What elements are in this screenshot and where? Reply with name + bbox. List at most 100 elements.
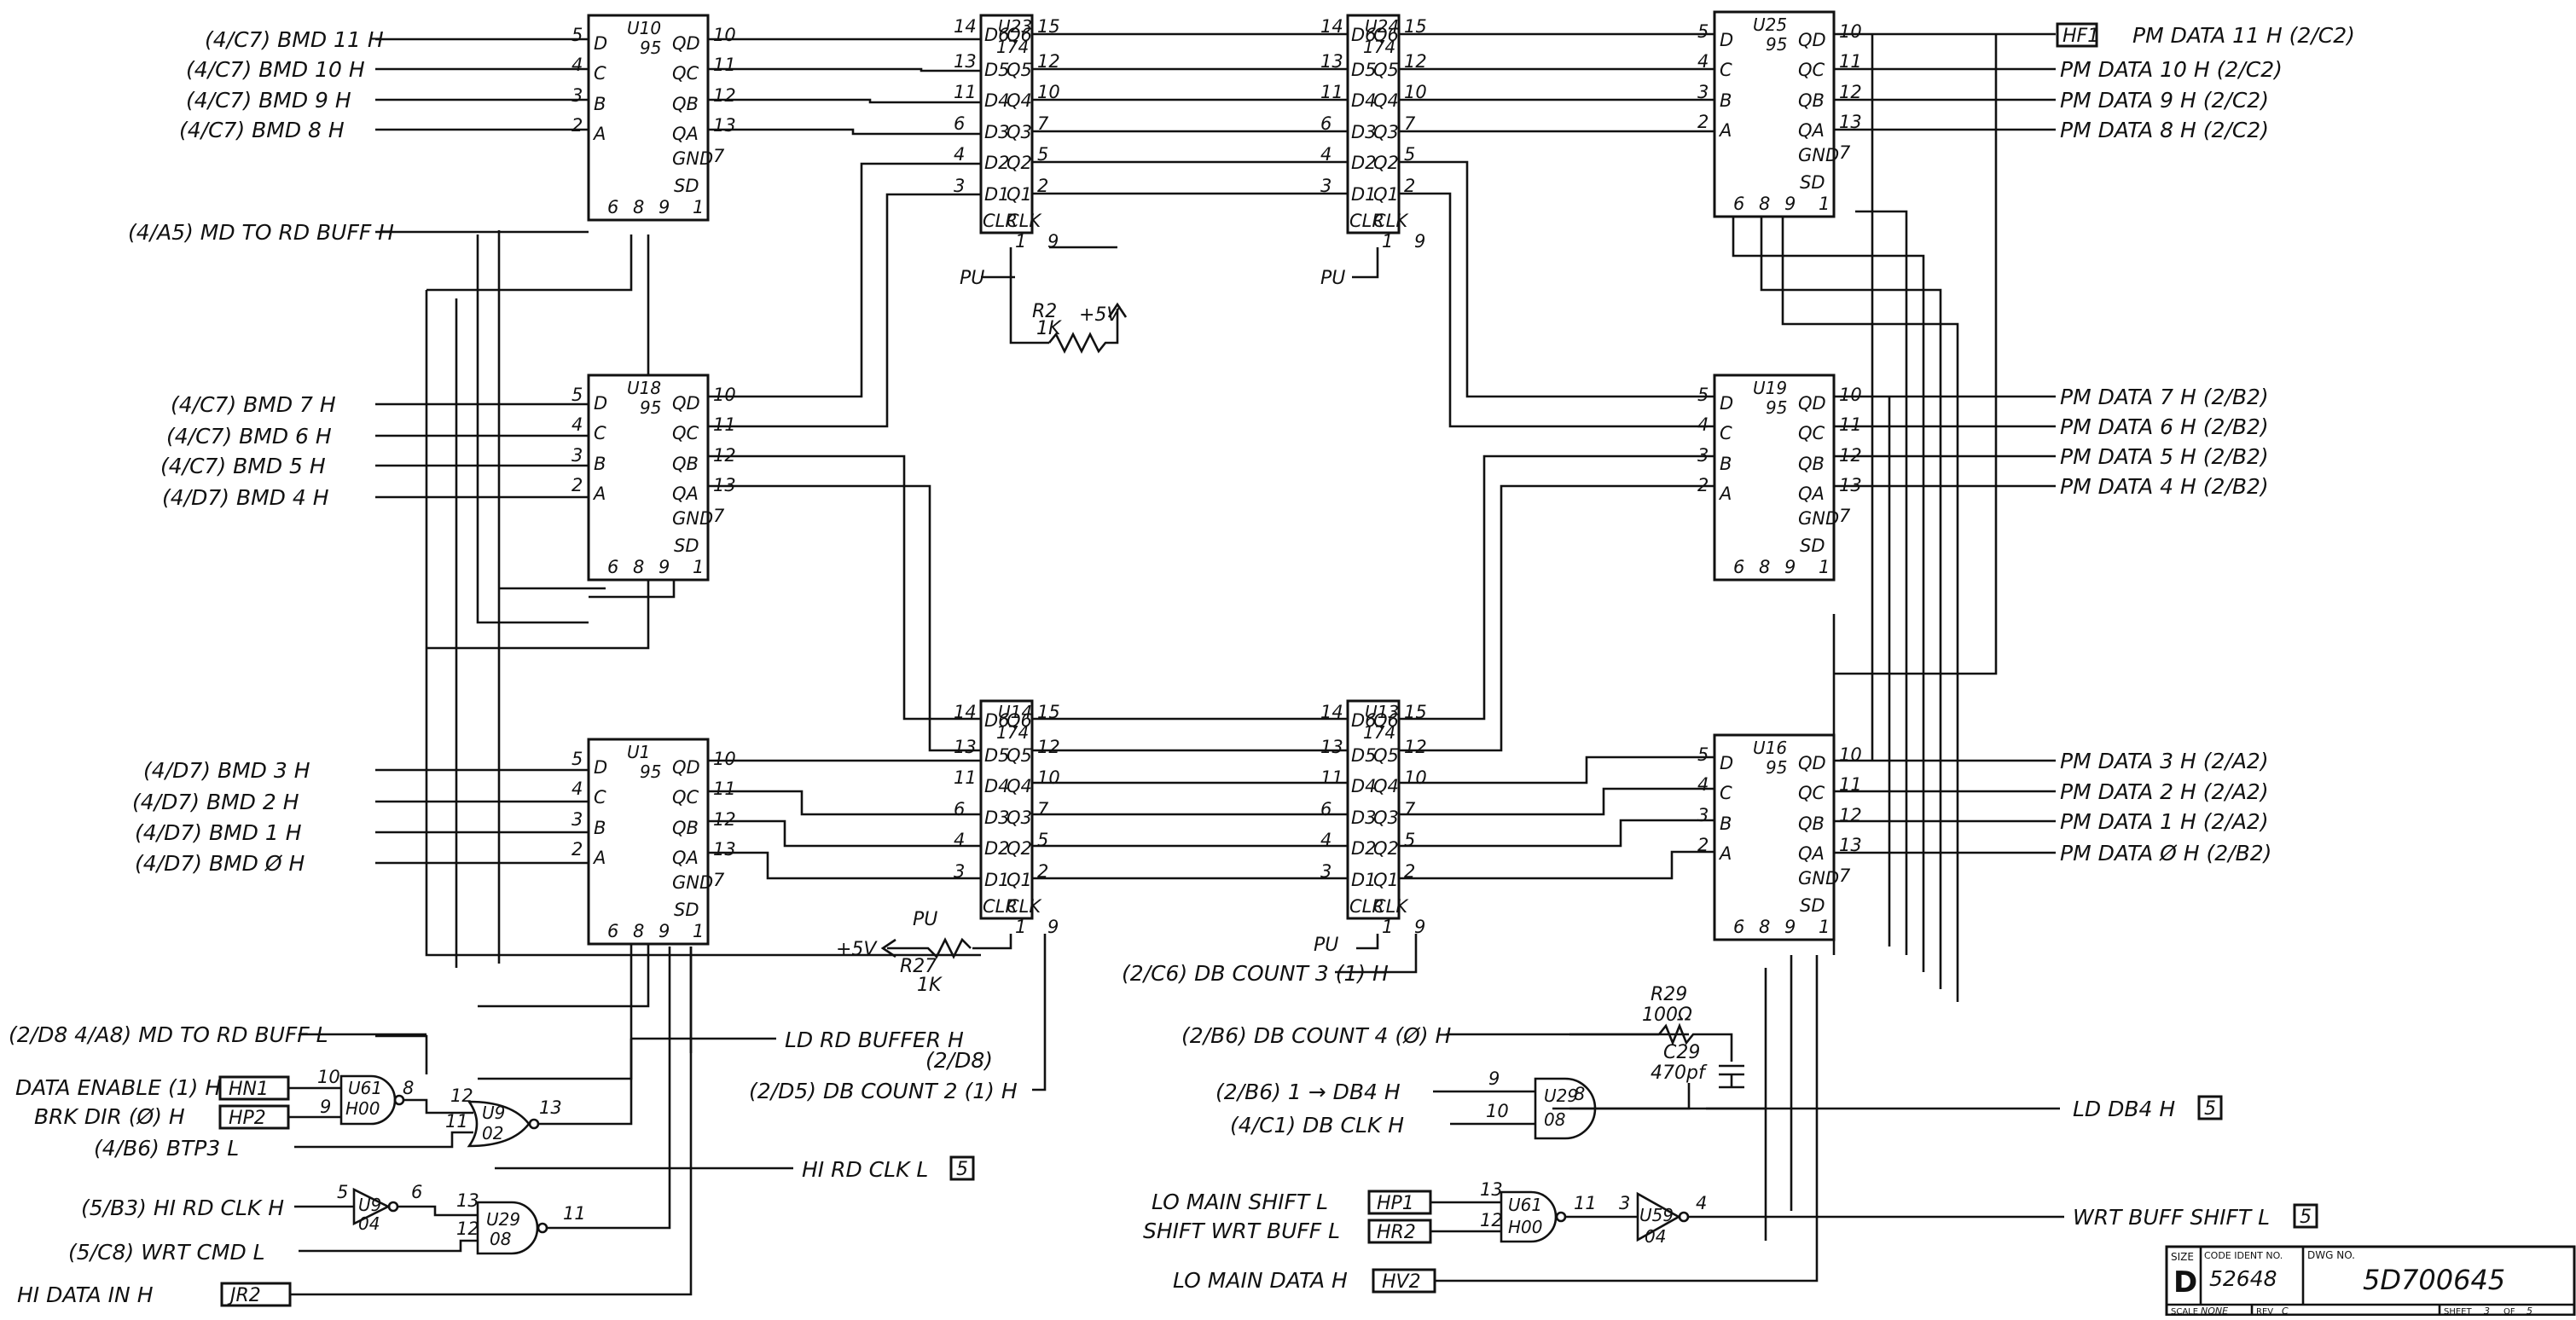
- u29b-pin-in-a: 9: [1488, 1068, 1500, 1089]
- db-count-2-label: (2/D5) DB COUNT 2 (1) H: [749, 1079, 1018, 1103]
- u59-type: 04: [1645, 1226, 1666, 1247]
- u18-pinnum-right-1: 11: [713, 414, 736, 435]
- u23-clr-pin: 1: [1015, 231, 1026, 252]
- u19-pinnum-left-1: 4: [1697, 414, 1709, 435]
- ic-u25-body: [1713, 10, 1836, 218]
- u24-pinnum-right-4: 5: [1404, 144, 1415, 165]
- u1-pin-left-2: B: [594, 818, 606, 838]
- u59-inverter: [1636, 1191, 1681, 1242]
- u18-pinnum-left-0: 5: [571, 385, 583, 405]
- u14-clk: CLK: [1007, 896, 1042, 917]
- pu-label-a: PU: [960, 268, 984, 289]
- hf1-tag-box: [2056, 22, 2098, 48]
- u10-gnd: GND: [672, 148, 713, 169]
- scale-value: NONE: [2201, 1306, 2228, 1316]
- u13-clk-pin: 9: [1414, 917, 1425, 937]
- u24-pin-left-5: D1: [1351, 184, 1377, 205]
- u25-pin-right-2: QB: [1798, 90, 1825, 111]
- u10-pin-right-1: QC: [672, 63, 699, 84]
- u13-pinnum-right-1: 12: [1404, 737, 1427, 757]
- u14-pin-left-3: D3: [984, 808, 1010, 828]
- right-output-labels: HF1 PM DATA 11 H (2/C2) PM DATA 10 H (2/…: [2056, 22, 2355, 866]
- r27-supply: +5V: [836, 939, 878, 960]
- input-label-bmd10: (4/C7) BMD 10 H: [186, 57, 365, 82]
- u14-pinnum-right-2: 10: [1037, 767, 1060, 788]
- u23-pinnum-right-4: 5: [1037, 144, 1048, 165]
- u14-clk-pin: 9: [1047, 917, 1059, 937]
- u29a-pin-in-a: 13: [456, 1190, 479, 1211]
- hi-rd-clk-l-sheet-box: [949, 1155, 975, 1181]
- u19-pin-right-0: QD: [1798, 393, 1826, 414]
- pu-label-c: PU: [913, 909, 937, 930]
- u23-pinnum-right-3: 7: [1037, 113, 1049, 134]
- u18-pinnum-right-2: 12: [713, 445, 736, 466]
- hi-rd-clk-l-label: HI RD CLK L: [802, 1157, 928, 1182]
- u25-pinnum-right-2: 12: [1839, 82, 1862, 102]
- u13-pin-left-3: D3: [1351, 808, 1377, 828]
- u16-pinnum-right-3: 13: [1839, 835, 1862, 855]
- u1-pin-left-0: D: [594, 757, 607, 778]
- u16-pinnum-right-1: 11: [1839, 774, 1862, 795]
- u59-pin-out: 4: [1696, 1193, 1707, 1213]
- u23-pin-left-2: D4: [984, 90, 1010, 111]
- u10-pinnum-left-2: 3: [571, 85, 583, 106]
- u16-ref: U16: [1753, 738, 1787, 758]
- u14-pinnum-left-4: 4: [954, 830, 965, 850]
- wrt-buff-shift-sheet-box: [2293, 1203, 2318, 1229]
- hn1-tag: HN1: [229, 1079, 269, 1100]
- u10-pinnum-right-0: 10: [713, 25, 736, 45]
- u13-pin-right-4: Q2: [1373, 838, 1399, 859]
- r2-supply: +5V: [1079, 304, 1121, 326]
- u1-pin-right-2: QB: [672, 818, 699, 838]
- u16-type: 95: [1766, 757, 1787, 778]
- u23-pinnum-left-3: 6: [954, 113, 965, 134]
- hi-rd-clk-h-label: (5/B3) HI RD CLK H: [81, 1196, 284, 1220]
- data-enable-label: DATA ENABLE (1) H: [15, 1075, 221, 1100]
- u1-pinnum-left-2: 3: [571, 809, 583, 830]
- ic-u24-body: [1346, 14, 1401, 234]
- u18-pinnum-right-3: 13: [713, 475, 736, 495]
- u19-pinnum-left-3: 2: [1697, 475, 1709, 495]
- u14-pin-left-0: D6: [984, 710, 1010, 731]
- wrt-buff-shift-sheet: 5: [2300, 1207, 2312, 1228]
- u14-pinnum-right-4: 5: [1037, 830, 1048, 850]
- u19-pin-left-0: D: [1720, 393, 1733, 414]
- u10-pinnum-left-1: 4: [571, 55, 583, 75]
- u59-pin-in: 3: [1619, 1193, 1630, 1213]
- u1-bottom-pin-1: 8: [633, 921, 644, 941]
- u23-pin-left-5: D1: [984, 184, 1010, 205]
- u19-pinnum-right-2: 12: [1839, 445, 1862, 466]
- pu-label-d: PU: [1314, 935, 1338, 956]
- u23-pin-right-1: Q5: [1007, 60, 1032, 80]
- u1-sd: SD: [674, 900, 699, 920]
- db-count-4-label: (2/B6) DB COUNT 4 (Ø) H: [1181, 1023, 1452, 1048]
- u19-pin-left-3: A: [1718, 483, 1732, 504]
- u25-pin-left-1: C: [1720, 60, 1732, 80]
- u23-pinnum-right-2: 10: [1037, 82, 1060, 102]
- u13-pinnum-left-1: 13: [1320, 737, 1343, 757]
- dwg-no-caption: DWG NO.: [2307, 1249, 2355, 1261]
- ic-u19-body: [1713, 373, 1836, 582]
- u9a-pin-in-a: 12: [450, 1086, 473, 1106]
- u24-clr-pin: 1: [1382, 231, 1393, 252]
- u29b-pin-out: 8: [1574, 1084, 1585, 1104]
- u18-pin-left-1: C: [594, 423, 606, 443]
- md-to-rd-buff-l-label: (2/D8 4/A8) MD TO RD BUFF L: [9, 1022, 328, 1047]
- u16-pin-right-3: QA: [1798, 843, 1825, 864]
- u61a-pin-in-b: 9: [320, 1097, 331, 1117]
- size-value: D: [2173, 1265, 2197, 1300]
- u1-pinnum-right-1: 11: [713, 779, 736, 799]
- u25-pin-right-1: QC: [1798, 60, 1825, 80]
- u13-clk: CLK: [1373, 896, 1409, 917]
- u16-pinnum-left-3: 2: [1697, 835, 1709, 855]
- shift-wrt-buff-label: SHIFT WRT BUFF L: [1143, 1219, 1340, 1243]
- hi-data-in-label: HI DATA IN H: [17, 1282, 154, 1307]
- u14-pin-right-2: Q4: [1007, 776, 1032, 796]
- u23-ref: U23: [998, 16, 1032, 37]
- u23-pinnum-right-0: 15: [1037, 16, 1060, 37]
- hv2-tag: HV2: [1382, 1271, 1421, 1293]
- u13-pin-left-4: D2: [1351, 838, 1377, 859]
- u25-pinnum-left-0: 5: [1697, 21, 1709, 42]
- u9b-inverter: [352, 1187, 391, 1226]
